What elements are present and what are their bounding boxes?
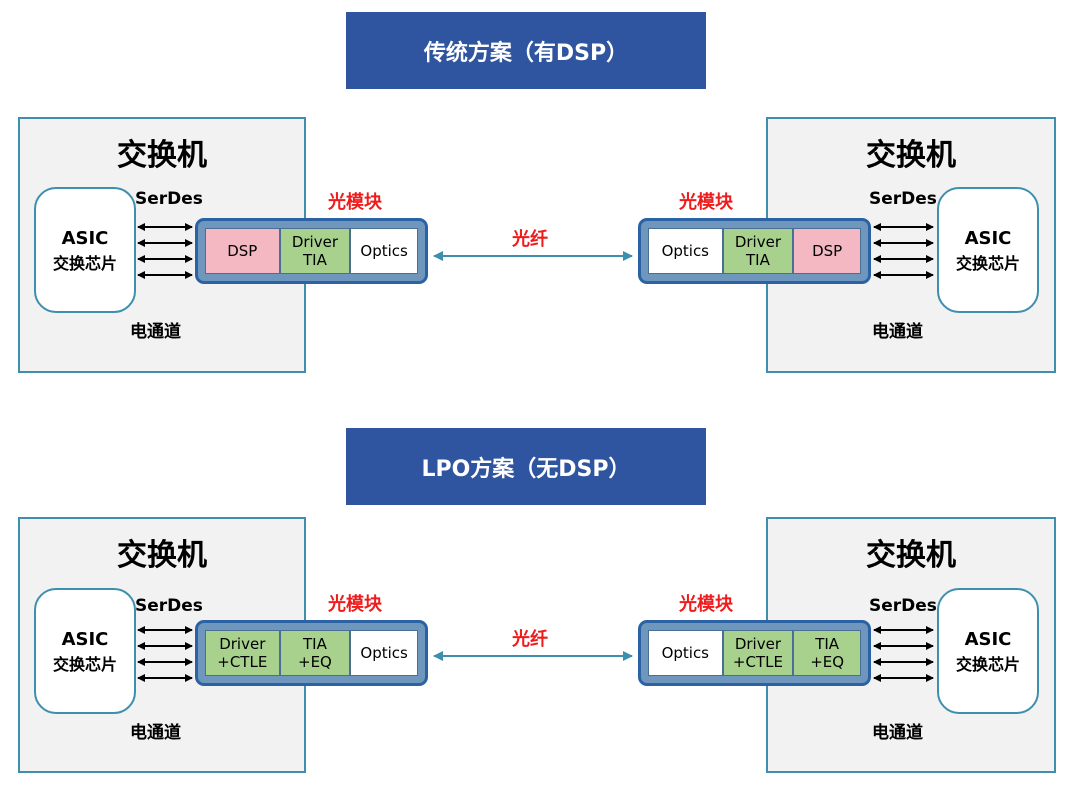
optical-module-left-lpo: Driver +CTLE TIA +EQ Optics <box>195 620 428 686</box>
fiber-label: 光纤 <box>512 629 548 650</box>
asic-label: ASIC <box>61 227 109 249</box>
serdes-label: SerDes <box>869 596 937 616</box>
banner-traditional: 传统方案（有DSP） <box>346 12 706 89</box>
module-cell-driver-ctle: Driver +CTLE <box>722 630 794 676</box>
module-cell-driver-tia: Driver TIA <box>279 228 351 274</box>
module-cell-optics: Optics <box>648 630 723 676</box>
serdes-label: SerDes <box>869 189 937 209</box>
switch-chip-label: 交换芯片 <box>955 654 1020 674</box>
banner-lpo: LPO方案（无DSP） <box>346 428 706 505</box>
fiber-label: 光纤 <box>512 229 548 250</box>
switch-chip-label: 交换芯片 <box>52 253 117 273</box>
module-cell-dsp: DSP <box>793 228 861 274</box>
optical-module-right-lpo: Optics Driver +CTLE TIA +EQ <box>638 620 871 686</box>
module-cell-tia-eq: TIA +EQ <box>793 630 861 676</box>
module-cell-optics: Optics <box>648 228 723 274</box>
electrical-channel-label: 电通道 <box>872 322 923 342</box>
serdes-lanes-left-lpo <box>137 626 193 682</box>
switch-chip-label: 交换芯片 <box>52 654 117 674</box>
serdes-label: SerDes <box>135 189 203 209</box>
optical-module-label: 光模块 <box>679 594 733 615</box>
optical-module-label: 光模块 <box>328 594 382 615</box>
serdes-lanes-left-traditional <box>137 223 193 279</box>
asic-label: ASIC <box>964 227 1012 249</box>
serdes-label: SerDes <box>135 596 203 616</box>
electrical-channel-label: 电通道 <box>130 322 181 342</box>
optical-module-right-traditional: Optics Driver TIA DSP <box>638 218 871 284</box>
switch-title: 交换机 <box>866 538 956 573</box>
module-cell-dsp: DSP <box>205 228 280 274</box>
module-cell-driver-ctle: Driver +CTLE <box>205 630 280 676</box>
module-cell-optics: Optics <box>350 228 418 274</box>
asic-chip: ASIC 交换芯片 <box>937 588 1039 714</box>
asic-label: ASIC <box>964 628 1012 650</box>
asic-label: ASIC <box>61 628 109 650</box>
switch-title: 交换机 <box>117 138 207 173</box>
switch-title: 交换机 <box>117 538 207 573</box>
electrical-channel-label: 电通道 <box>130 723 181 743</box>
asic-chip: ASIC 交换芯片 <box>937 187 1039 313</box>
asic-chip: ASIC 交换芯片 <box>34 588 136 714</box>
module-cell-tia-eq: TIA +EQ <box>279 630 351 676</box>
switch-title: 交换机 <box>866 138 956 173</box>
electrical-channel-label: 电通道 <box>872 723 923 743</box>
asic-chip: ASIC 交换芯片 <box>34 187 136 313</box>
optical-module-left-traditional: DSP Driver TIA Optics <box>195 218 428 284</box>
module-cell-driver-tia: Driver TIA <box>722 228 794 274</box>
switch-chip-label: 交换芯片 <box>955 253 1020 273</box>
module-cell-optics: Optics <box>350 630 418 676</box>
optical-module-label: 光模块 <box>328 192 382 213</box>
optical-module-label: 光模块 <box>679 192 733 213</box>
serdes-lanes-right-lpo <box>873 626 934 682</box>
serdes-lanes-right-traditional <box>873 223 934 279</box>
